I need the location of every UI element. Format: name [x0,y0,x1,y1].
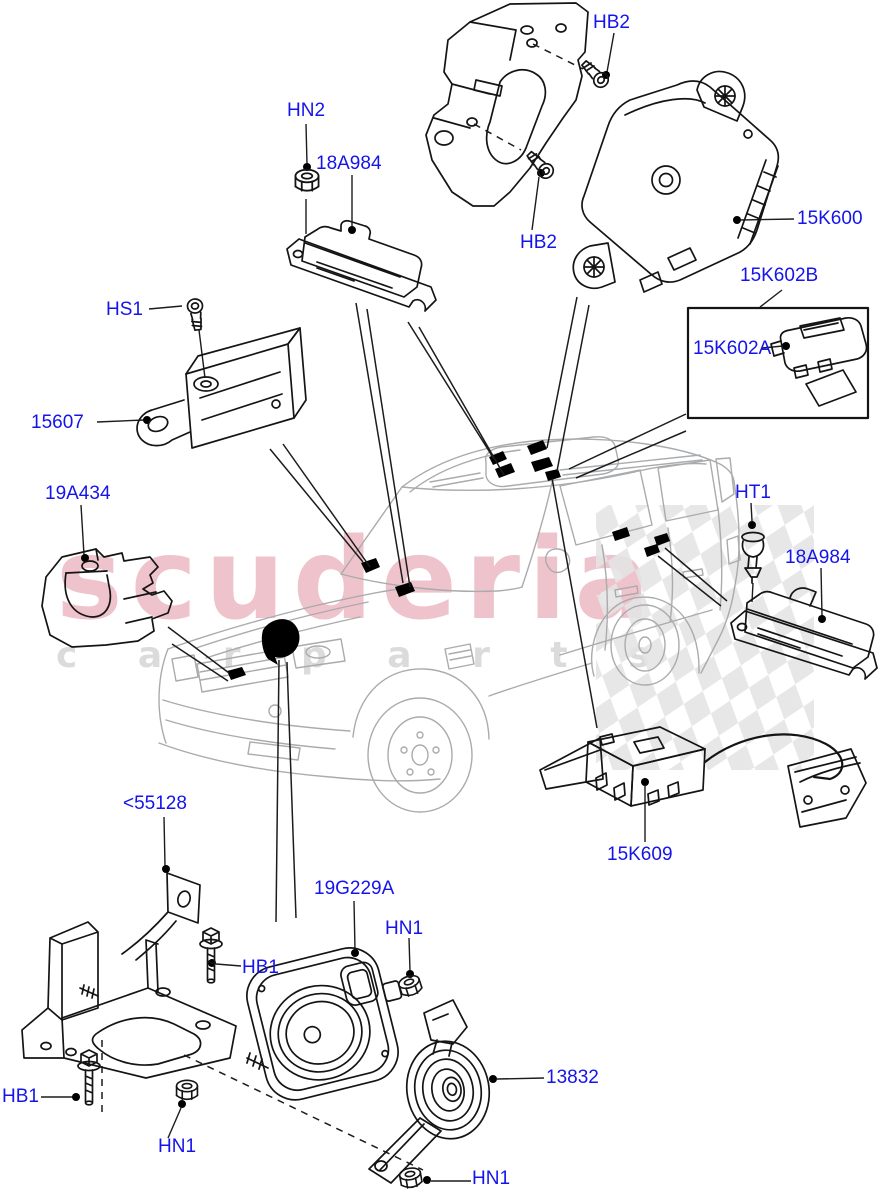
part-label-hn2[interactable]: HN2 [287,100,326,121]
module-15k609-drawing [539,726,844,807]
part-label-hn1-siren[interactable]: HN1 [385,918,424,939]
part-label-15k602a[interactable]: 15K602A [693,338,772,359]
part-label-15607[interactable]: 15607 [31,412,84,433]
part-label-19g229a[interactable]: 19G229A [314,878,395,899]
part-label-18a984-right[interactable]: 18A984 [785,547,851,568]
part-label-18a984-top[interactable]: 18A984 [316,153,382,174]
part-label-hn1-bottom-left[interactable]: HN1 [158,1136,197,1157]
part-label-hb2-top[interactable]: HB2 [593,12,630,33]
mounting-bracket-drawing [425,2,589,207]
watermark-checker-flag [596,505,814,770]
part-label-hb1-left[interactable]: HB1 [2,1086,39,1107]
part-label-19a434[interactable]: 19A434 [45,483,111,504]
screw-hs1-drawing [185,297,207,332]
module-15k602a-drawing [770,316,868,379]
part-label-15k609[interactable]: 15K609 [607,844,673,865]
part-label-hb1-right[interactable]: HB1 [242,957,279,978]
part-label-hs1[interactable]: HS1 [106,299,143,320]
bolt-hb1-right-drawing [199,927,223,984]
horn-13832-drawing [368,999,491,1184]
leader-lines [167,296,728,923]
nut-hn1-bottom-right-drawing [397,1165,424,1190]
bolt-hb1-left-drawing [77,1049,101,1106]
vehicle-outline-drawing [158,436,741,813]
clip-ht1-drawing [741,531,765,584]
antenna-module-18a984-top-drawing [286,219,437,312]
bracket-19a434-drawing [41,548,173,648]
part-label-15k600[interactable]: 15K600 [797,208,863,229]
antenna-module-18a984-right-drawing [730,587,878,680]
part-label-13832[interactable]: 13832 [546,1067,599,1088]
siren-19g229a-drawing [246,947,403,1101]
high-mount-lamp-drawing [787,748,867,828]
kit-box-15k602b-drawing [686,306,870,420]
bracket-55128-drawing [21,872,237,1079]
dashed-assembly-lines [101,43,584,1171]
module-15k600-drawing [572,70,780,293]
module-15607-drawing [136,327,307,449]
screw-hb2-top-drawing [577,56,613,92]
part-label-ht1[interactable]: HT1 [735,482,771,503]
part-label-hn1-bottom-right[interactable]: HN1 [472,1168,511,1189]
part-label-hb2-mid[interactable]: HB2 [520,232,557,253]
part-label-55128[interactable]: <55128 [123,793,187,814]
watermark-subtext: c a r p a r t s [56,635,674,676]
transponder-card-drawing [805,369,857,407]
part-label-15k602b[interactable]: 15K602B [740,265,819,286]
nut-hn1-bottom-left-drawing [175,1079,199,1101]
